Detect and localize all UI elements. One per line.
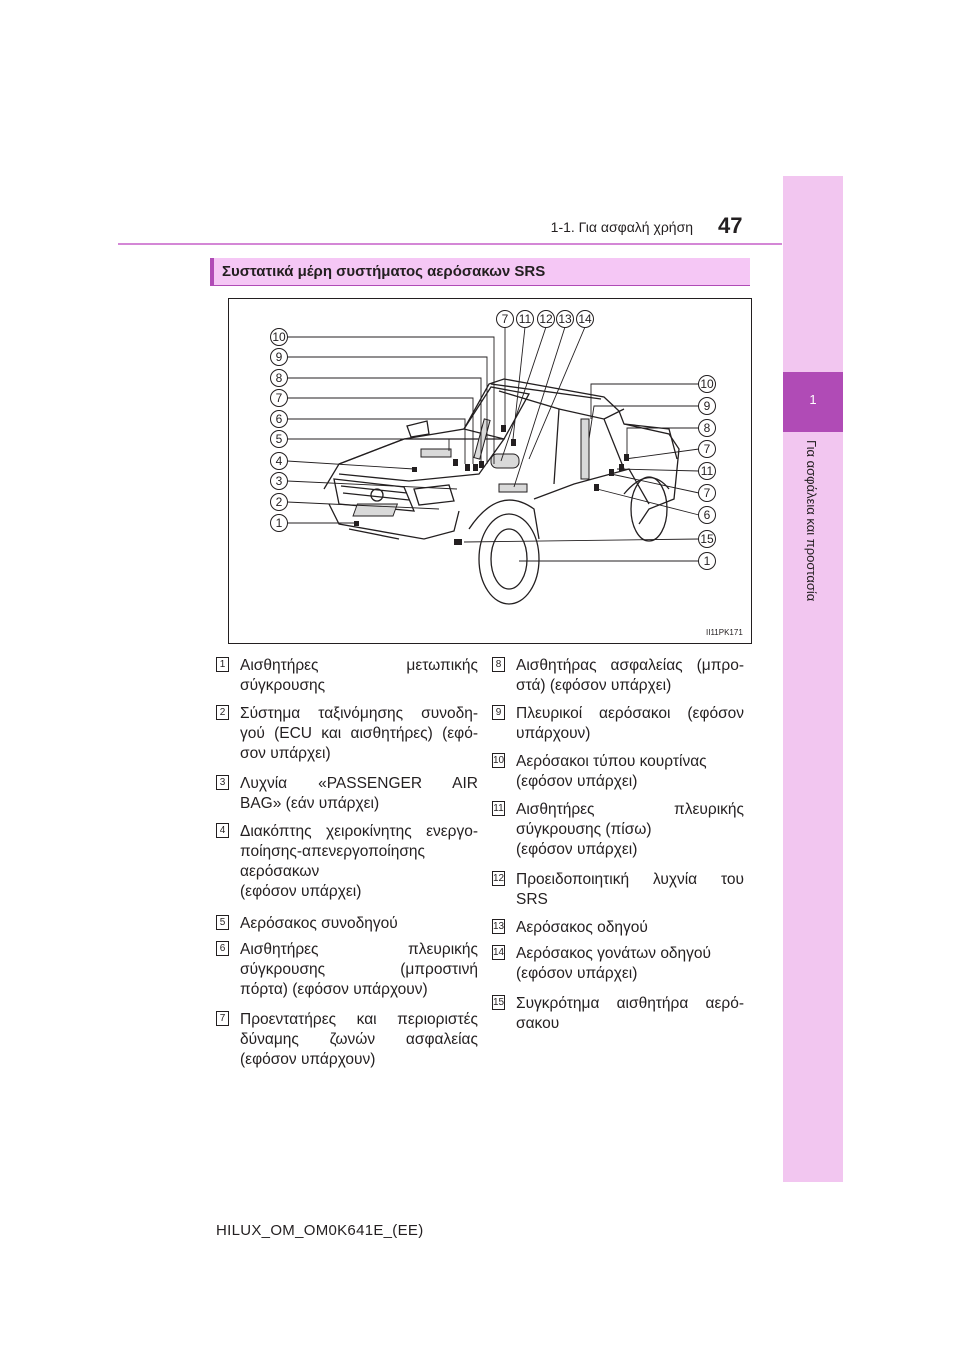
callout-left-10: 1 — [276, 516, 283, 530]
legend-number: 14 — [492, 945, 505, 960]
airbag-components-figure: 10 9 8 7 6 5 4 3 2 1 7 11 12 13 14 10 9 … — [228, 298, 752, 644]
header-rule — [118, 243, 782, 245]
chapter-number: 1 — [783, 392, 843, 407]
legend-text: Συγκρότημα αισθητήρα αερό-σακου — [516, 994, 744, 1034]
callout-left-7: 4 — [276, 454, 283, 468]
legend-text: Αερόσακοι τύπου κουρτίνας(εφόσον υπάρχει… — [516, 752, 744, 792]
legend-number: 8 — [492, 657, 505, 672]
legend-number: 11 — [492, 801, 505, 816]
steering-wheel-airbag — [491, 454, 519, 468]
callout-left-9: 2 — [276, 495, 283, 509]
legend-text: Σύστημα ταξινόμησης συνοδη-γού (ECU και … — [240, 704, 478, 764]
legend-number: 9 — [492, 705, 505, 720]
legend-text: Αερόσακος οδηγού — [516, 918, 744, 938]
chapter-label-wrap: Για ασφάλεια και προστασία — [783, 432, 843, 732]
legend-number: 2 — [216, 705, 229, 720]
callout-left-8: 3 — [276, 474, 283, 488]
legend-number: 10 — [492, 753, 505, 768]
callout-right-4: 7 — [704, 442, 711, 456]
chapter-label: Για ασφάλεια και προστασία — [804, 440, 819, 601]
callout-top-4: 13 — [558, 312, 572, 326]
callout-right-7: 6 — [704, 508, 711, 522]
legend-number: 1 — [216, 657, 229, 672]
callout-top-5: 14 — [578, 312, 592, 326]
page-number: 47 — [718, 213, 742, 239]
legend-number: 3 — [216, 775, 229, 790]
figure-code: II11PK171 — [706, 628, 743, 637]
right-callouts: 10 9 8 7 11 7 6 15 1 — [699, 376, 716, 570]
section-title-accent — [210, 258, 214, 285]
legend-number: 15 — [492, 995, 505, 1010]
callout-right-8: 15 — [700, 532, 714, 546]
callout-right-2: 9 — [704, 399, 711, 413]
callout-right-6: 7 — [704, 486, 711, 500]
callout-top-3: 12 — [539, 312, 553, 326]
top-callouts: 7 11 12 13 14 — [497, 311, 594, 328]
callout-left-3: 8 — [276, 371, 283, 385]
callout-left-6: 5 — [276, 432, 283, 446]
knee-airbag — [499, 484, 527, 492]
callout-right-5: 11 — [701, 464, 714, 478]
document-footer-code: HILUX_OM_OM0K641E_(EE) — [216, 1222, 424, 1239]
truck-body-outline — [324, 379, 679, 524]
running-header-section: 1-1. Για ασφαλή χρήση — [551, 219, 693, 235]
callout-left-4: 7 — [276, 391, 283, 405]
callout-right-1: 10 — [700, 377, 714, 391]
passenger-airbag — [421, 449, 451, 457]
callout-left-5: 6 — [276, 412, 283, 426]
callout-top-1: 7 — [502, 312, 509, 326]
legend-number: 6 — [216, 941, 229, 956]
legend-number: 12 — [492, 871, 505, 886]
vehicle-illustration: 10 9 8 7 6 5 4 3 2 1 7 11 12 13 14 10 9 … — [229, 299, 751, 643]
legend-text: Αισθητήρας ασφαλείας (μπρο-στά) (εφόσον … — [516, 656, 744, 696]
section-title: Συστατικά μέρη συστήματος αερόσακων SRS — [222, 263, 545, 280]
callout-left-2: 9 — [276, 350, 283, 364]
legend-text: Διακόπτης χειροκίνητης ενεργο-ποίησης-απ… — [240, 822, 478, 902]
legend-number: 5 — [216, 915, 229, 930]
left-callouts: 10 9 8 7 6 5 4 3 2 1 — [271, 329, 288, 532]
callout-right-3: 8 — [704, 421, 711, 435]
legend-text: Αερόσακος γονάτων οδηγού(εφόσον υπάρχει) — [516, 944, 744, 984]
callout-right-9: 1 — [704, 554, 711, 568]
legend-text: Αερόσακος συνοδηγού — [240, 914, 478, 934]
callout-left-1: 10 — [272, 330, 286, 344]
curtain-airbag-rear — [581, 419, 589, 479]
legend-number: 7 — [216, 1011, 229, 1026]
callout-top-2: 11 — [519, 312, 532, 326]
legend-number: 4 — [216, 823, 229, 838]
legend-number: 13 — [492, 919, 505, 934]
